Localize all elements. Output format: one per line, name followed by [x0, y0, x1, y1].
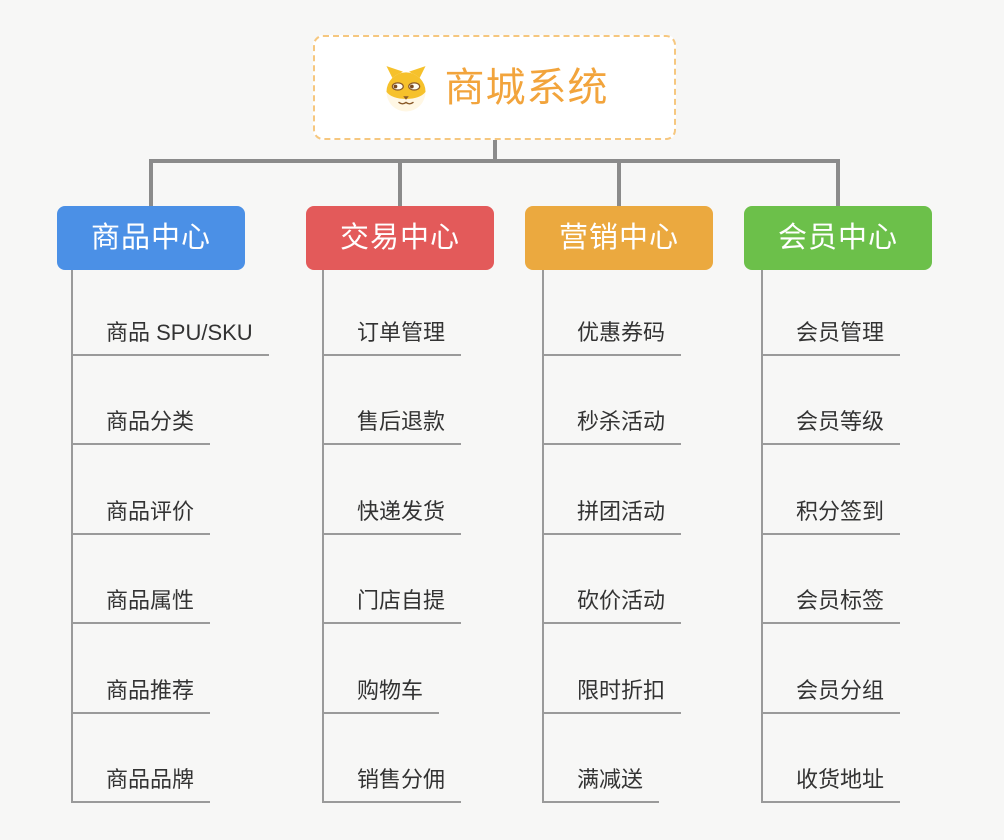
leaf-node[interactable]: 商品品牌 [71, 765, 211, 803]
leaf-node[interactable]: 积分签到 [761, 497, 901, 535]
leaf-node[interactable]: 满减送 [542, 765, 660, 803]
leaf-node[interactable]: 收货地址 [761, 765, 901, 803]
branch-children-member: 会员管理 会员等级 积分签到 会员标签 会员分组 收货地址 [761, 270, 991, 803]
branch-node-marketing[interactable]: 营销中心 [525, 206, 713, 270]
branch-children-trade: 订单管理 售后退款 快递发货 门店自提 购物车 销售分佣 [322, 270, 552, 803]
leaf-node[interactable]: 会员分组 [761, 676, 901, 714]
connector-rail [149, 159, 840, 163]
connector-drop-product [149, 159, 153, 207]
leaf-node[interactable]: 砍价活动 [542, 586, 682, 624]
leaf-node[interactable]: 快递发货 [322, 497, 462, 535]
leaf-node[interactable]: 商品属性 [71, 586, 211, 624]
connector-drop-trade [398, 159, 402, 207]
branch-node-member[interactable]: 会员中心 [744, 206, 932, 270]
leaf-node[interactable]: 购物车 [322, 676, 440, 714]
shiba-dog-icon [385, 65, 426, 111]
leaf-node[interactable]: 会员管理 [761, 318, 901, 356]
leaf-node[interactable]: 限时折扣 [542, 676, 682, 714]
branch-node-trade[interactable]: 交易中心 [306, 206, 494, 270]
root-title: 商城系统 [444, 65, 609, 110]
branch-children-product: 商品 SPU/SKU 商品分类 商品评价 商品属性 商品推荐 商品品牌 [71, 270, 301, 803]
branch-node-product[interactable]: 商品中心 [57, 206, 245, 270]
leaf-node[interactable]: 秒杀活动 [542, 407, 682, 445]
leaf-node[interactable]: 拼团活动 [542, 497, 682, 535]
root-node[interactable]: 商城系统 [313, 35, 676, 140]
connector-drop-member [836, 159, 840, 207]
leaf-node[interactable]: 商品 SPU/SKU [71, 318, 269, 356]
leaf-node[interactable]: 会员等级 [761, 407, 901, 445]
leaf-node[interactable]: 商品评价 [71, 497, 211, 535]
leaf-node[interactable]: 门店自提 [322, 586, 462, 624]
leaf-node[interactable]: 商品分类 [71, 407, 211, 445]
leaf-node[interactable]: 商品推荐 [71, 676, 211, 714]
connector-root-vertical [493, 140, 497, 161]
branch-children-marketing: 优惠券码 秒杀活动 拼团活动 砍价活动 限时折扣 满减送 [542, 270, 772, 803]
leaf-node[interactable]: 订单管理 [322, 318, 462, 356]
leaf-node[interactable]: 售后退款 [322, 407, 462, 445]
leaf-node[interactable]: 销售分佣 [322, 765, 462, 803]
leaf-node[interactable]: 优惠券码 [542, 318, 682, 356]
connector-drop-marketing [617, 159, 621, 207]
leaf-node[interactable]: 会员标签 [761, 586, 901, 624]
